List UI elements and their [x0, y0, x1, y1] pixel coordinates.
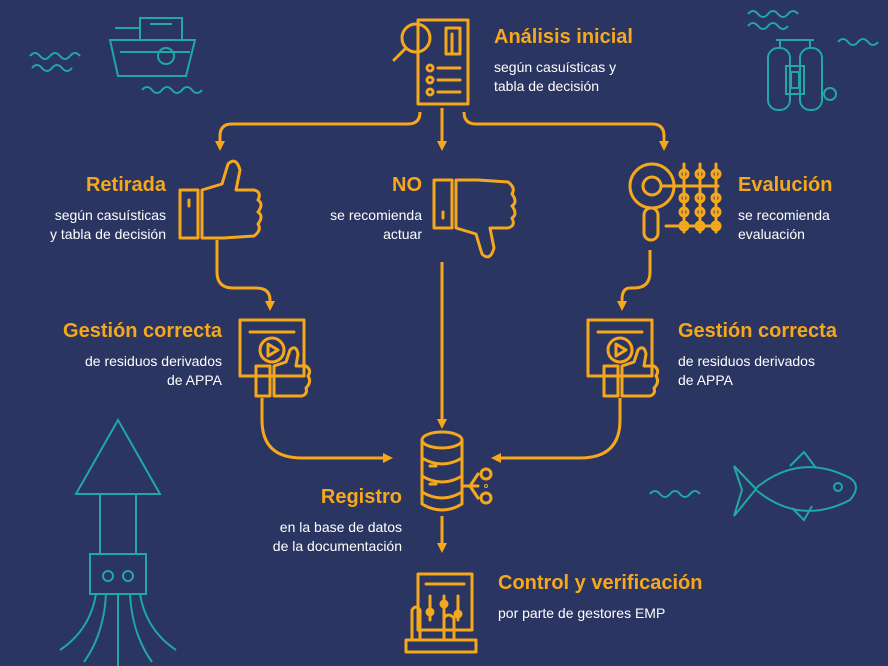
analisis-subtitle: según casuísticas y tabla de decisión — [494, 58, 616, 96]
database-icon — [420, 430, 493, 512]
gestion-right-title: Gestión correcta — [678, 320, 837, 342]
gestion-left-subtitle-line: de residuos derivados — [85, 353, 222, 369]
wave-icon — [649, 490, 701, 498]
squid-icon — [59, 417, 177, 666]
arrow-gestion-right-to-registro — [491, 398, 622, 463]
wave-icon — [837, 38, 879, 46]
wave-icon — [29, 52, 81, 60]
decor-group — [29, 10, 879, 666]
control-title: Control y verificación — [498, 572, 703, 594]
connectors — [215, 108, 669, 553]
wave-icon — [747, 22, 789, 30]
gestion-left-subtitle: de residuos derivados de APPA — [85, 352, 222, 390]
gestion-right-subtitle-line: de residuos derivados — [678, 353, 815, 369]
gestion-right-subtitle-line: de APPA — [678, 372, 734, 388]
registro-subtitle-line: en la base de datos — [279, 519, 402, 535]
document-magnifier-icon — [392, 18, 470, 106]
retirada-subtitle: según casuísticas y tabla de decisión — [50, 206, 166, 244]
arrow-to-evaluacion — [462, 111, 669, 151]
no-subtitle: se recomienda actuar — [330, 206, 422, 244]
evaluacion-subtitle-line: evaluación — [738, 226, 805, 242]
wave-icon — [31, 64, 73, 72]
no-title: NO — [392, 174, 422, 196]
no-subtitle-line: se recomienda — [330, 207, 422, 223]
registro-subtitle: en la base de datos de la documentación — [273, 518, 402, 556]
registro-title: Registro — [320, 486, 402, 508]
registro-subtitle-line: de la documentación — [272, 538, 402, 554]
gestion-left-subtitle-line: de APPA — [166, 372, 222, 388]
arrow-to-gestion-right — [617, 250, 652, 311]
evaluacion-subtitle: se recomienda evaluación — [738, 206, 830, 244]
no-subtitle-line: actuar — [383, 226, 422, 242]
gestion-right-subtitle: de residuos derivados de APPA — [678, 352, 815, 390]
video-thumbs-up-icon — [238, 318, 312, 398]
arrow-gestion-left-to-registro — [260, 398, 393, 463]
retirada-subtitle-line: según casuísticas — [54, 207, 166, 223]
analisis-title: Análisis inicial — [494, 26, 633, 48]
boat-icon — [108, 17, 197, 77]
retirada-title: Retirada — [85, 174, 166, 196]
analisis-subtitle-line: según casuísticas y — [494, 59, 617, 75]
fish-icon — [733, 450, 857, 522]
arrow-to-gestion-left — [215, 240, 275, 311]
wave-icon — [141, 86, 203, 94]
control-subtitle: por parte de gestores EMP — [498, 604, 665, 623]
control-subtitle-line: por parte de gestores EMP — [498, 605, 666, 621]
evaluacion-title: Evalución — [738, 174, 833, 196]
wave-icon — [747, 10, 799, 18]
thumbs-down-icon — [432, 178, 517, 259]
diver-tank-icon — [767, 39, 837, 111]
tablet-hand-icon — [404, 572, 478, 654]
video-thumbs-up-icon — [586, 318, 660, 398]
magnifier-network-icon — [628, 162, 722, 242]
gestion-left-title: Gestión correcta — [63, 320, 222, 342]
arrow-to-retirada — [215, 111, 422, 151]
evaluacion-subtitle-line: se recomienda — [738, 207, 830, 223]
analisis-subtitle-line: tabla de decisión — [494, 78, 600, 94]
thumbs-up-icon — [178, 159, 263, 240]
retirada-subtitle-line: y tabla de decisión — [50, 226, 166, 242]
